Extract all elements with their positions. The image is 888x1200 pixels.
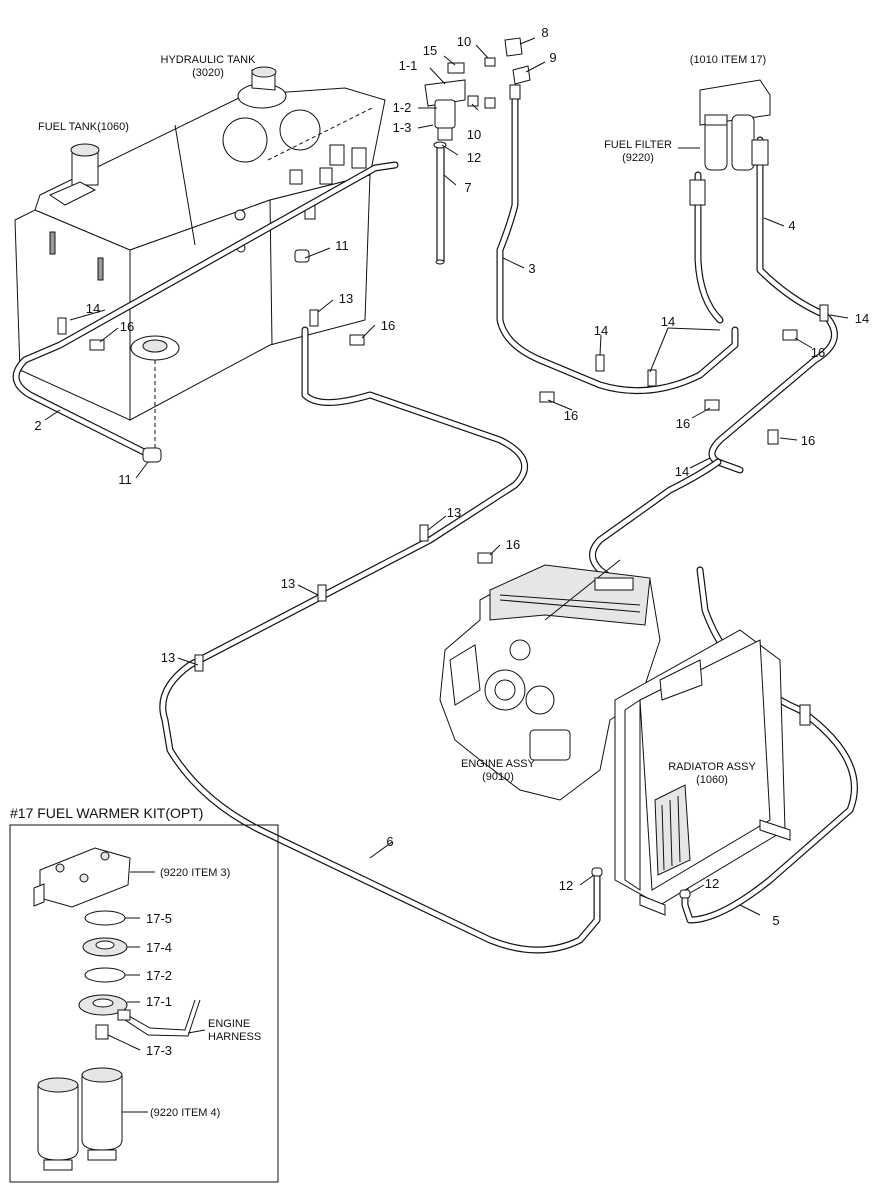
callout-14-lower: 14 [675,464,689,479]
callout-10-top: 10 [457,34,471,49]
callout-2: 2 [34,418,41,433]
filter-elements [37,1067,123,1171]
radiator-label: RADIATOR ASSY [668,761,756,773]
clamps-and-bolts [57,249,829,899]
o-ring-17-2 [84,967,126,983]
callout-7: 7 [464,180,471,195]
callout-12-engine: 12 [559,878,573,893]
kit-filter-ref: (9220 ITEM 4) [150,1107,220,1119]
callout-9: 9 [549,50,556,65]
fuel-warmer-kit-panel: #17 FUEL WARMER KIT(OPT) (9220 ITEM 3) 1… [9,805,279,1183]
callout-13-middle: 13 [447,505,461,520]
fuel-filter-label: FUEL FILTER [604,139,672,151]
kit-part-17-5: 17-5 [146,911,172,926]
kit-head-ref: (9220 ITEM 3) [160,867,230,879]
callout-3: 3 [528,261,535,276]
radiator-assembly [614,629,791,916]
callout-16-mid-left: 16 [564,408,578,423]
adapter-17-3 [95,1024,109,1040]
filter-head [33,847,131,908]
callout-1-1: 1-1 [399,58,418,73]
callout-14-mid-left: 14 [594,323,608,338]
kit-part-17-1: 17-1 [146,994,172,1009]
callout-13-left-lower: 13 [161,650,175,665]
callout-12-top: 12 [467,150,481,165]
callout-16-mid-right: 16 [676,416,690,431]
callout-16-left: 16 [120,319,134,334]
engine-assembly [439,559,661,801]
callout-16-upper-center: 16 [381,318,395,333]
fuel-filter-code: (9220) [622,152,654,164]
leader-lines [44,37,849,916]
kit-title: #17 FUEL WARMER KIT(OPT) [10,805,203,821]
callout-16-middle: 16 [506,537,520,552]
callout-14-mid-right: 14 [661,314,675,329]
callout-4: 4 [788,218,795,233]
radiator-code: (1060) [696,774,728,786]
callout-13-left-middle: 13 [281,576,295,591]
fuel-valve-assembly [424,37,531,149]
fuel-tank-assembly [14,66,386,448]
callout-5: 5 [772,913,779,928]
callout-13-upper: 13 [339,291,353,306]
callout-16-right: 16 [811,345,825,360]
callout-14-left: 14 [86,301,100,316]
kit-harness-line1: ENGINE [208,1018,250,1030]
component-labels: HYDRAULIC TANK (3020) FUEL TANK(1060) (1… [38,54,766,786]
callout-1-3: 1-3 [393,120,412,135]
fuel-tank-label: FUEL TANK(1060) [38,121,129,133]
hydraulic-tank-code: (3020) [192,67,224,79]
engine-code: (9010) [482,771,514,783]
callout-14-right: 14 [855,311,869,326]
callout-10-mid: 10 [467,127,481,142]
callout-6: 6 [386,834,393,849]
fuel-hoses [12,96,858,954]
kit-part-17-4: 17-4 [146,940,172,955]
engine-label: ENGINE ASSY [461,758,536,770]
callout-8: 8 [541,25,548,40]
hydraulic-tank-label: HYDRAULIC TANK [161,54,257,66]
kit-part-17-2: 17-2 [146,968,172,983]
kit-harness-line2: HARNESS [208,1031,261,1043]
callout-12-radiator: 12 [705,876,719,891]
callout-11-lower: 11 [118,472,132,487]
callout-1-2: 1-2 [393,100,412,115]
fuel-filter-ref: (1010 ITEM 17) [690,54,766,66]
callout-15: 15 [423,43,437,58]
callout-11-upper: 11 [335,238,349,253]
o-ring-17-5 [84,910,126,926]
callout-16-right-lower: 16 [801,433,815,448]
fuel-filter-assembly [689,79,771,206]
part-callouts: 1-1 1-2 1-3 15 10 8 9 10 12 7 3 4 11 13 … [34,25,869,928]
kit-part-17-3: 17-3 [146,1043,172,1058]
